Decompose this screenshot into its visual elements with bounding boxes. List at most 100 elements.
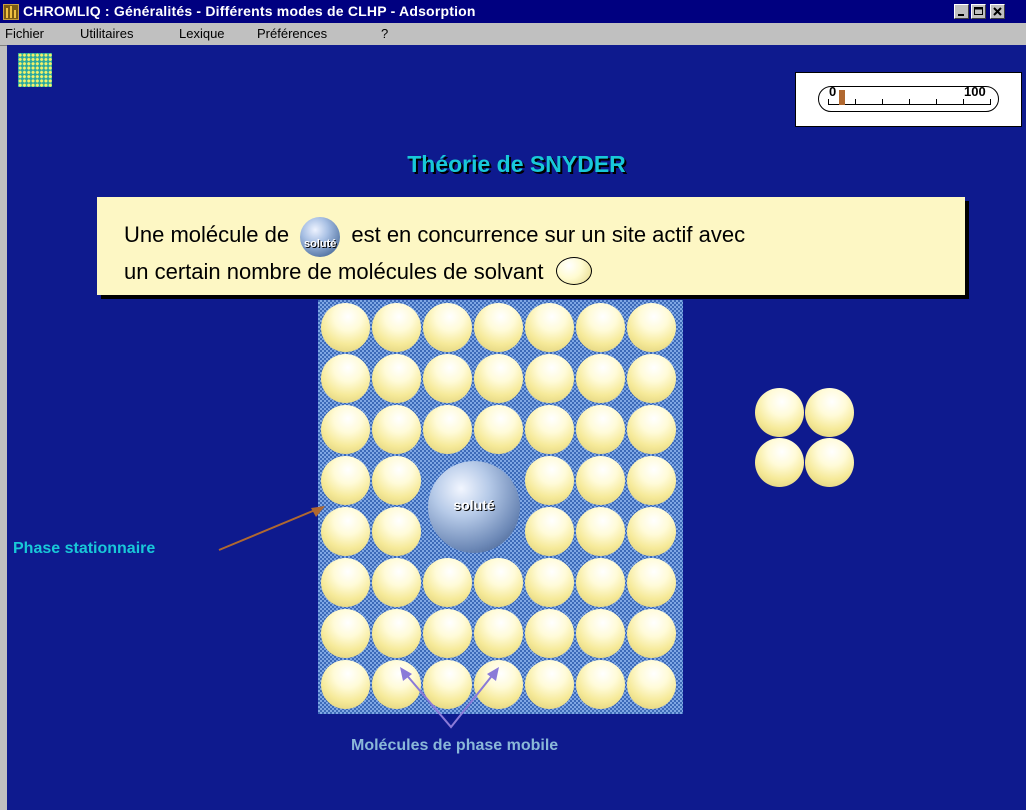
solvent-molecule: [576, 456, 625, 505]
app-icon[interactable]: [3, 4, 19, 20]
solvent-molecule: [423, 303, 472, 352]
phase-mobile-label: Molécules de phase mobile: [351, 737, 559, 754]
solvent-molecule: [423, 660, 472, 709]
free-solvent-molecule: [805, 388, 854, 437]
solute-molecule: soluté: [428, 461, 520, 553]
info-text-line2: un certain nombre de molécules de solvan…: [124, 259, 544, 284]
solute-label: soluté: [453, 497, 495, 513]
minimize-icon: [958, 14, 964, 16]
gauge-max-label: 100: [964, 84, 986, 99]
solvent-molecule: [525, 456, 574, 505]
solvent-molecule: [627, 507, 676, 556]
gauge-marker: [838, 90, 845, 105]
solvent-molecule-icon: [555, 257, 592, 285]
free-solvent-molecule: [755, 438, 804, 487]
maximize-button[interactable]: [971, 4, 986, 19]
solvent-molecule: [372, 609, 421, 658]
solvent-molecule: [321, 558, 370, 607]
solvent-molecule: [627, 609, 676, 658]
gauge-track: [818, 86, 999, 112]
minimize-button[interactable]: [954, 4, 969, 19]
content-area: 0 100 Théorie de SNYDER Une molécule de …: [7, 45, 1026, 810]
solvent-molecule: [372, 456, 421, 505]
info-text-before: Une molécule de: [124, 222, 290, 247]
gauge-tick: [828, 99, 829, 105]
solvent-molecule: [576, 609, 625, 658]
solvent-molecule: [627, 456, 676, 505]
menu-fichier[interactable]: Fichier: [5, 26, 45, 41]
solvent-molecule: [576, 303, 625, 352]
info-line-1: Une molécule de soluté est en concurrenc…: [124, 217, 965, 257]
gauge-tick: [936, 99, 937, 105]
solvent-molecule: [525, 405, 574, 454]
solvent-molecule: [525, 660, 574, 709]
solvent-molecule: [474, 354, 523, 403]
solvent-molecule: [372, 405, 421, 454]
gauge-tick: [963, 99, 964, 105]
solvent-molecule: [576, 660, 625, 709]
solvent-molecule: [372, 660, 421, 709]
phase-stationnaire-label: Phase stationnaire: [13, 540, 156, 557]
solvent-molecule: [525, 354, 574, 403]
solvent-molecule: [474, 609, 523, 658]
close-button[interactable]: [990, 4, 1005, 19]
menu-bar: Fichier Utilitaires Lexique Préférences …: [0, 23, 1026, 46]
gauge-min-label: 0: [829, 84, 837, 99]
solvent-molecule: [525, 507, 574, 556]
menu-utilitaires[interactable]: Utilitaires: [80, 26, 134, 41]
window-title: CHROMLIQ : Généralités - Différents mode…: [23, 3, 476, 19]
solvent-molecule: [372, 354, 421, 403]
solvent-molecule: [474, 303, 523, 352]
phase-stationnaire-arrow: [218, 507, 321, 551]
solvent-molecule: [474, 405, 523, 454]
solvent-molecule: [576, 354, 625, 403]
solvent-molecule: [474, 660, 523, 709]
solvent-molecule: [321, 405, 370, 454]
free-solvent-molecule: [805, 438, 854, 487]
solvent-molecule: [576, 405, 625, 454]
solvent-molecule: [372, 507, 421, 556]
solvent-molecule: [372, 558, 421, 607]
solvent-molecule: [627, 660, 676, 709]
maximize-icon: [974, 7, 983, 15]
solvent-molecule: [423, 405, 472, 454]
info-box: Une molécule de soluté est en concurrenc…: [97, 197, 965, 295]
solvent-molecule: [423, 354, 472, 403]
solute-molecule-icon: soluté: [300, 217, 341, 257]
solvent-molecule: [372, 303, 421, 352]
solvent-molecule: [576, 558, 625, 607]
menu-lexique[interactable]: Lexique: [179, 26, 225, 41]
gauge-tick: [990, 99, 991, 105]
solvent-molecule: [474, 558, 523, 607]
gauge-tick: [855, 99, 856, 105]
solvent-molecule: [423, 558, 472, 607]
solvent-molecule: [321, 456, 370, 505]
stationary-phase-grid: soluté: [318, 300, 683, 714]
solvent-molecule: [627, 558, 676, 607]
info-line-2: un certain nombre de molécules de solvan…: [124, 257, 965, 287]
solvent-molecule: [627, 303, 676, 352]
solvent-molecule: [321, 303, 370, 352]
solvent-molecule: [321, 609, 370, 658]
menu-preferences[interactable]: Préférences: [257, 26, 328, 41]
info-text-after: est en concurrence sur un site actif ave…: [351, 222, 746, 247]
solvent-molecule: [525, 303, 574, 352]
solvent-molecule: [321, 354, 370, 403]
page-title: Théorie de SNYDER: [407, 151, 626, 177]
title-bar[interactable]: CHROMLIQ : Généralités - Différents mode…: [0, 0, 1026, 23]
solvent-molecule: [423, 609, 472, 658]
solvent-molecule: [627, 405, 676, 454]
solvent-molecule: [321, 660, 370, 709]
gauge-tick: [909, 99, 910, 105]
close-icon: [993, 7, 1002, 16]
menu-help[interactable]: ?: [381, 26, 389, 41]
gauge-tick: [882, 99, 883, 105]
solvent-molecule: [525, 609, 574, 658]
solute-icon-label: soluté: [304, 238, 337, 250]
solvent-molecule: [321, 507, 370, 556]
progress-gauge: 0 100: [795, 72, 1022, 127]
free-solvent-molecule: [755, 388, 804, 437]
solvent-molecule: [627, 354, 676, 403]
dotted-grid-logo-icon[interactable]: [18, 53, 52, 87]
solvent-molecule: [525, 558, 574, 607]
